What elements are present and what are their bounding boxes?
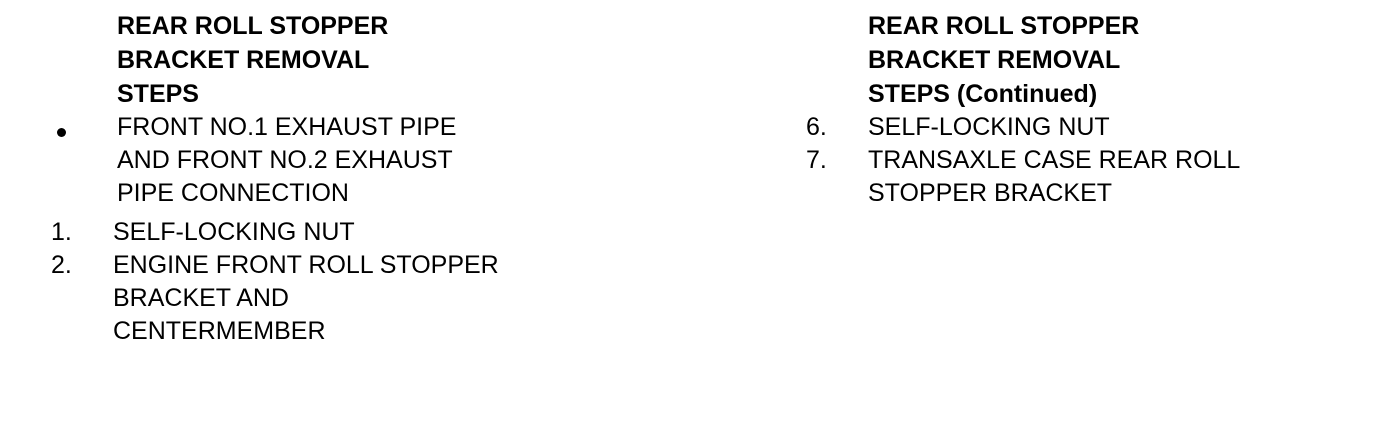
right-title-line-2: BRACKET REMOVAL (868, 46, 1121, 74)
list-item-number: 6. (806, 113, 827, 141)
list-item-line-1: TRANSAXLE CASE REAR ROLL (868, 146, 1241, 174)
list-item-line-2: BRACKET AND (113, 284, 289, 312)
bullet-icon (57, 128, 66, 137)
left-title-line-3: STEPS (117, 80, 199, 108)
left-title-line-1: REAR ROLL STOPPER (117, 12, 389, 40)
list-item-line-1: SELF-LOCKING NUT (113, 218, 355, 246)
list-item-number: 7. (806, 146, 827, 174)
list-item-line-1: SELF-LOCKING NUT (868, 113, 1110, 141)
list-item-line-2: STOPPER BRACKET (868, 179, 1113, 207)
list-item-number: 2. (51, 251, 72, 279)
bullet-item-line-3: PIPE CONNECTION (117, 179, 349, 207)
bullet-item-line-1: FRONT NO.1 EXHAUST PIPE (117, 113, 457, 141)
right-title-line-3: STEPS (Continued) (868, 80, 1098, 108)
list-item-line-1: ENGINE FRONT ROLL STOPPER (113, 251, 499, 279)
list-item-number: 1. (51, 218, 72, 246)
right-title-line-1: REAR ROLL STOPPER (868, 12, 1140, 40)
bullet-item-line-2: AND FRONT NO.2 EXHAUST (117, 146, 453, 174)
left-title-line-2: BRACKET REMOVAL (117, 46, 370, 74)
list-item-line-3: CENTERMEMBER (113, 317, 326, 345)
